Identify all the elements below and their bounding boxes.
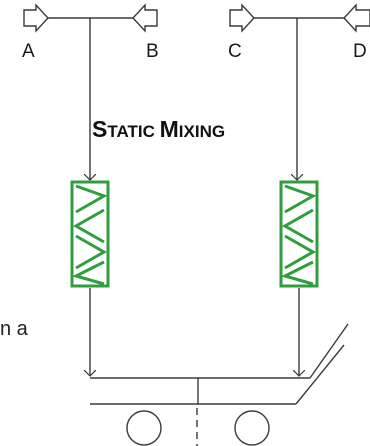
left-feed-lines	[48, 17, 133, 180]
diagram-title: STATIC MIXING	[92, 116, 225, 142]
static-mixer-right	[279, 180, 319, 288]
cart-wheel-left-icon	[126, 410, 162, 446]
static-mixer-left	[70, 180, 110, 288]
cart-wheel-right-icon	[234, 410, 270, 446]
mixing-cart	[90, 323, 349, 446]
inlet-arrow-b-icon	[132, 3, 158, 33]
outlet-lines	[90, 288, 299, 376]
side-text-fragment: n a	[0, 318, 29, 340]
inlet-arrow-a-icon	[23, 3, 49, 33]
inlet-label-d: D	[353, 41, 367, 62]
inlet-label-b: B	[146, 41, 159, 62]
right-feed-lines	[254, 17, 344, 180]
inlet-arrow-d-icon	[343, 3, 370, 33]
inlet-label-a: A	[22, 41, 35, 62]
inlet-label-c: C	[228, 41, 242, 62]
inlet-arrow-c-icon	[229, 3, 255, 33]
